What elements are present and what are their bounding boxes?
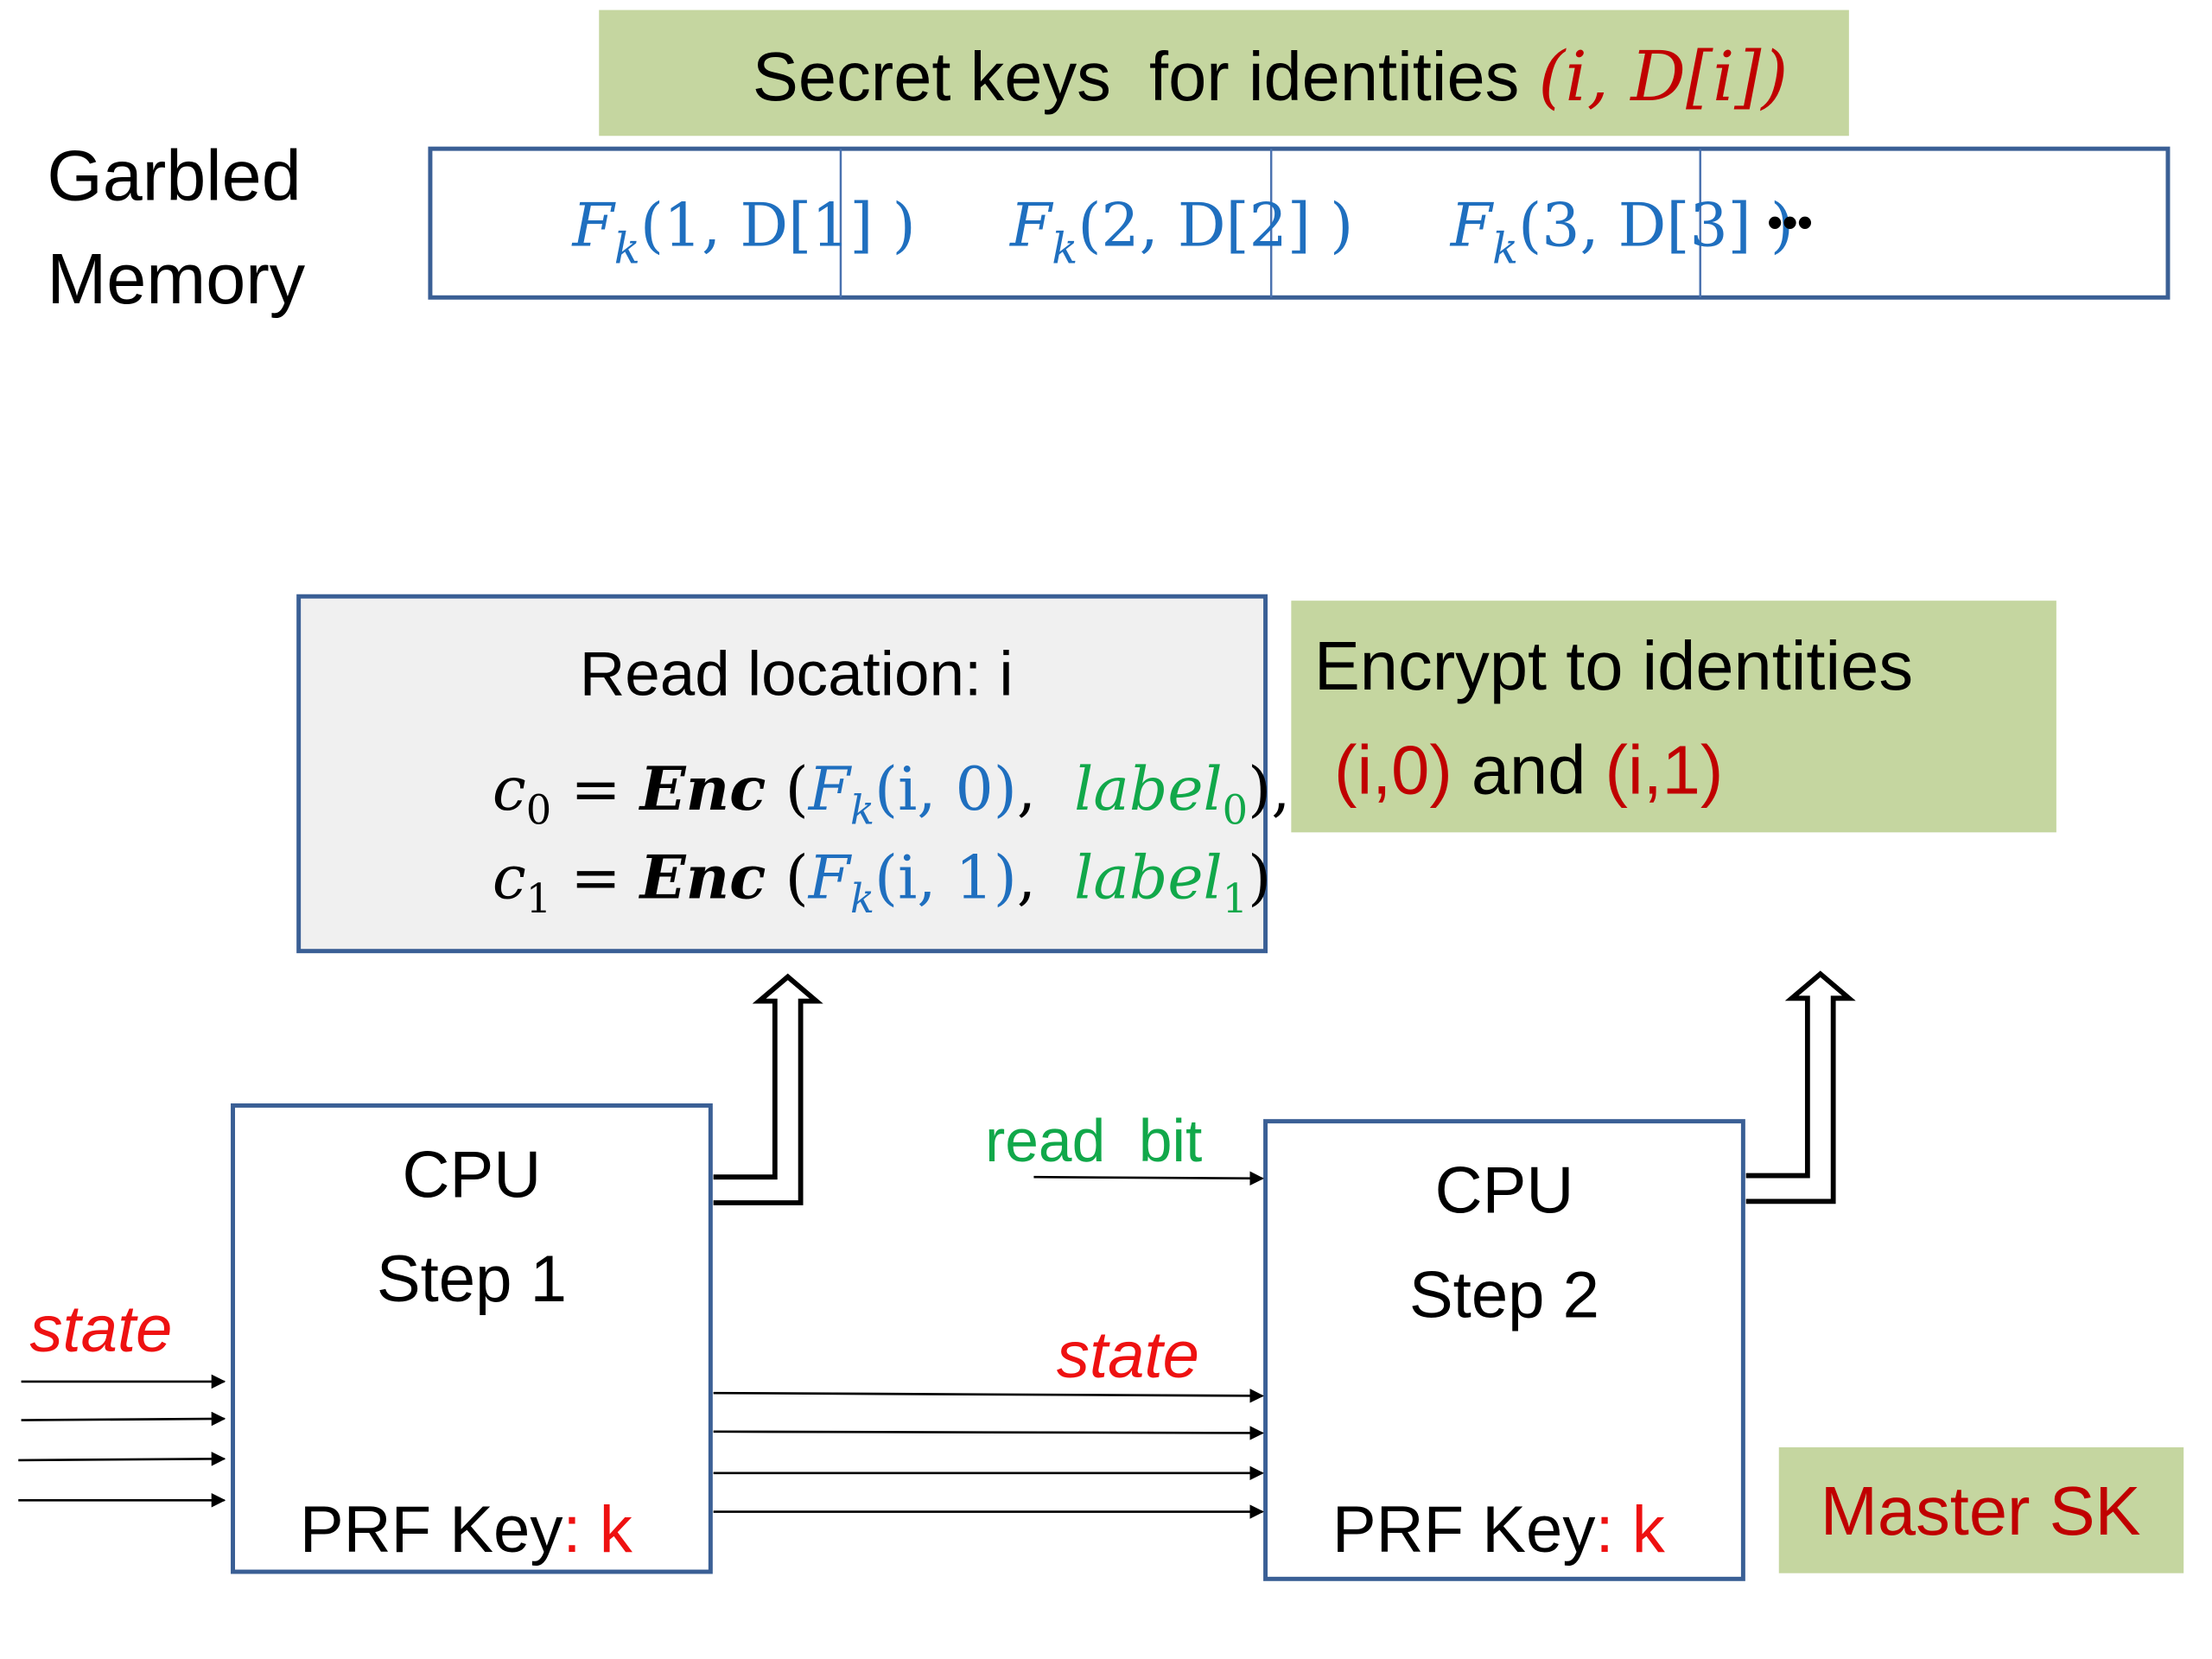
read-bit-label: read bit bbox=[985, 1107, 1202, 1174]
cpu2-prf-key: PRF Key: k bbox=[1332, 1493, 1666, 1567]
state-input-arrows bbox=[18, 1374, 226, 1508]
secret-keys-label: Secret keys for identities (i, D[i]) bbox=[599, 10, 1883, 137]
svg-text:Step 2: Step 2 bbox=[1409, 1258, 1599, 1332]
memory-cell-3: Fk(3, D[3] ) bbox=[1317, 191, 1889, 274]
read-bit-arrow bbox=[1033, 1171, 1264, 1186]
read-location-box: Read location: i c0 = Enc (Fk(i, 0), lab… bbox=[296, 594, 1386, 954]
cpu1-output-arrow bbox=[713, 973, 823, 1205]
svg-text:Secret keys for identities (i: Secret keys for identities (i, D[i]) bbox=[619, 36, 1883, 117]
read-location-title: Read location: i bbox=[580, 639, 1014, 709]
cpu-step-2-box: CPU Step 2 PRF Key: k bbox=[1263, 1119, 1745, 1581]
memory-cell-ellipsis: ••• bbox=[1768, 199, 1813, 247]
memory-cell-2: Fk(2, D[2] ) bbox=[876, 191, 1448, 274]
secret-keys-math: (i, D[i]) bbox=[1538, 36, 1788, 117]
svg-text:Master SK: Master SK bbox=[1821, 1472, 2141, 1549]
cpu2-output-arrow bbox=[1745, 970, 1856, 1205]
state-input-label: state bbox=[29, 1293, 172, 1366]
ciphertext-c0: c0 = Enc (Fk(i, 0), label0), bbox=[359, 754, 1386, 834]
state-transfer-arrows bbox=[713, 1389, 1264, 1519]
state-transfer-label: state bbox=[1057, 1319, 1199, 1392]
ciphertext-c1: c1 = Enc (Fk(i, 1), label1) bbox=[359, 842, 1367, 922]
memory-cell-1: Fk(1, D[1] ) bbox=[439, 191, 1011, 274]
encrypt-label: Encrypt to identities (i,0) and (i,1) bbox=[1291, 601, 2056, 833]
memory-array: Fk(1, D[1] ) Fk(2, D[2] ) Fk(3, D[3] ) •… bbox=[428, 146, 2171, 300]
svg-text:CPU: CPU bbox=[403, 1138, 542, 1211]
cpu-step-1-box: CPU Step 1 PRF Key: k bbox=[231, 1103, 713, 1574]
svg-text:(i,0) and (i,1): (i,0) and (i,1) bbox=[1334, 732, 1723, 809]
secret-keys-text: Secret keys for identities bbox=[753, 38, 1539, 115]
garbled-memory-title: Garbled Memory bbox=[1, 0, 400, 319]
master-sk-label: Master SK bbox=[1778, 1447, 2184, 1573]
svg-text:CPU: CPU bbox=[1435, 1154, 1574, 1228]
cpu1-prf-key: PRF Key: k bbox=[300, 1493, 633, 1567]
svg-text:Encrypt to identities: Encrypt to identities bbox=[1314, 627, 1913, 704]
svg-text:Step 1: Step 1 bbox=[377, 1243, 567, 1316]
